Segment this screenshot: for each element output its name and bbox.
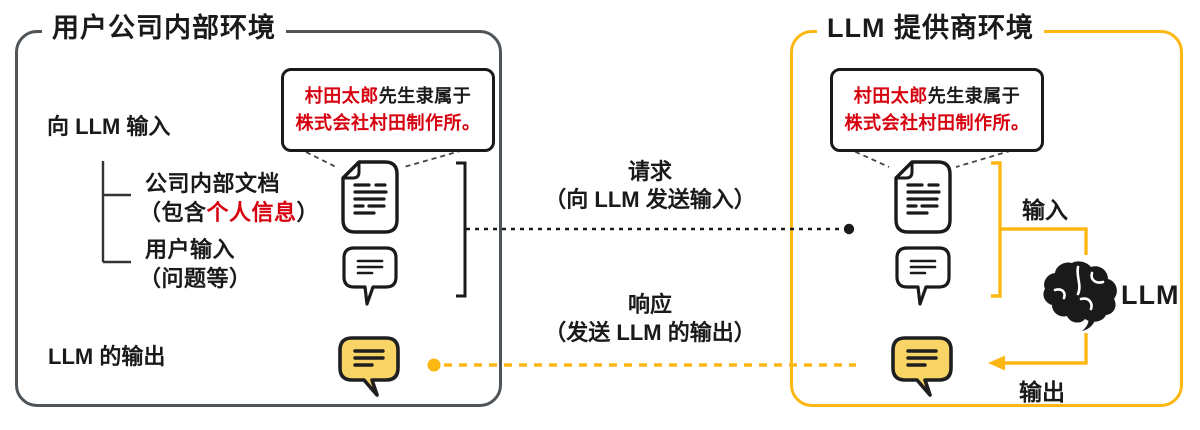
doc-item-line2-personal-info: 个人信息 (206, 200, 297, 225)
doc-item-line2: （包含个人信息） (139, 200, 319, 226)
personal-info-note-left: 村田太郎先生隶属于 株式会社村田制作所。 (281, 68, 495, 152)
document-text-lines (353, 183, 388, 215)
chat-bubble-icon (342, 246, 398, 306)
llm-provider-environment-box: LLM 提供商环境 (790, 10, 1183, 407)
request-flow-label: 请求 （向 LLM 发送输入） (495, 158, 805, 214)
input-to-llm-heading: 向 LLM 输入 (47, 114, 171, 139)
request-title: 请求 (627, 159, 672, 184)
right-box-title: LLM 提供商环境 (817, 10, 1044, 46)
note-line1-rest: 先生隶属于 (378, 86, 472, 106)
document-text-lines (906, 183, 941, 215)
chat-text-lines (909, 259, 937, 275)
document-icon (894, 160, 952, 234)
llm-output-chat-icon (338, 336, 400, 397)
response-title: 响应 (627, 292, 672, 317)
chat-bubble-icon (895, 246, 951, 306)
user-item-line2: （问题等） (139, 266, 252, 291)
llm-output-chat-icon (891, 336, 953, 397)
doc-item-line1: 公司内部文档 (145, 171, 281, 196)
left-box-title: 用户公司内部环境 (42, 10, 286, 46)
brain-fissures (1053, 265, 1105, 311)
user-item-line1: 用户输入 (145, 237, 236, 262)
note-line1-name: 村田太郎 (304, 86, 379, 106)
document-icon (341, 160, 399, 234)
llm-text-label: LLM (1121, 280, 1180, 310)
llm-brain-icon (1043, 261, 1117, 331)
llm-output-heading: LLM 的输出 (48, 344, 166, 369)
input-side-label: 输入 (1022, 197, 1068, 223)
note-line1: 村田太郎先生隶属于 (305, 83, 472, 110)
note-line2: 株式会社村田制作所。 (295, 113, 481, 133)
note-line1-name: 村田太郎 (853, 86, 928, 106)
personal-info-note-right: 村田太郎先生隶属于 株式会社村田制作所。 (830, 68, 1044, 152)
output-side-label: 输出 (1019, 379, 1065, 405)
doc-item-line2-suffix: ） (296, 200, 320, 225)
note-line1-rest: 先生隶属于 (927, 86, 1021, 106)
chat-text-lines (356, 259, 384, 275)
response-subtitle: （发送 LLM 的输出） (544, 320, 756, 345)
note-line2: 株式会社村田制作所。 (844, 113, 1030, 133)
doc-item-line2-prefix: （包含 (139, 200, 207, 225)
note-line1: 村田太郎先生隶属于 (854, 83, 1021, 110)
chat-text-lines (353, 349, 385, 367)
response-flow-label: 响应 （发送 LLM 的输出） (495, 291, 805, 347)
request-subtitle: （向 LLM 发送输入） (544, 187, 756, 212)
chat-text-lines (906, 349, 938, 367)
